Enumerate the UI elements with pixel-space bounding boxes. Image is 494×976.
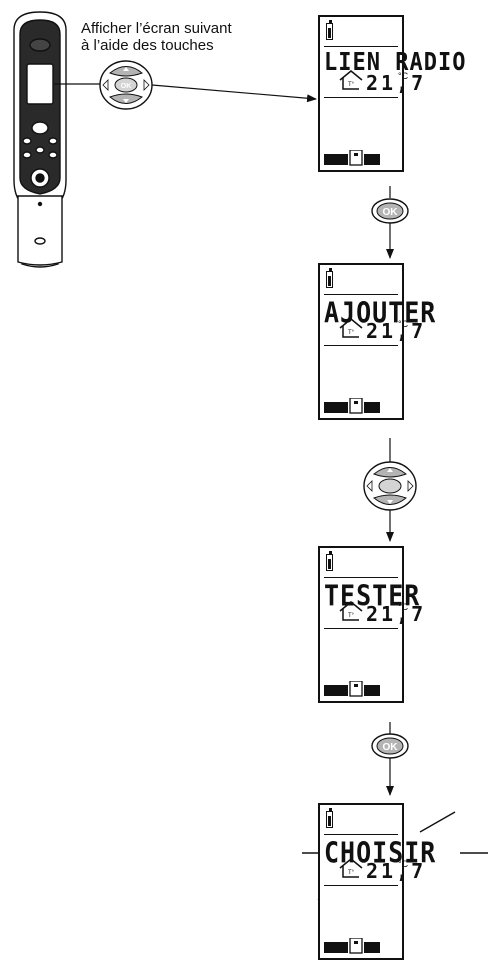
- house-icon: T°: [339, 318, 363, 338]
- temperature-unit: °C: [398, 602, 409, 612]
- temperature-unit: °C: [398, 319, 409, 329]
- house-icon: T°: [339, 70, 363, 90]
- arrow-to-screen-1: [151, 84, 317, 103]
- ok-button-icon-2: OK: [371, 733, 409, 759]
- lcd-screen-3: TESTER T° 21,7 °C: [318, 546, 423, 703]
- temperature-value: 21,7: [366, 859, 427, 883]
- remote-handset-icon: [13, 11, 67, 268]
- battery-icon: [326, 20, 333, 40]
- instruction-line-1: Afficher l’écran suivant: [81, 20, 232, 37]
- svg-text:T°: T°: [348, 613, 355, 619]
- instruction-text: Afficher l’écran suivant à l’aide des to…: [81, 20, 301, 54]
- mode-bars-icon: [324, 681, 380, 697]
- temperature-unit: °C: [398, 71, 409, 81]
- lcd-screen-4: CHOISIR T° 21,7 °C: [318, 803, 435, 960]
- mode-bars-icon: [324, 398, 380, 414]
- navigation-keypad-icon-2: [363, 461, 417, 511]
- ok-key-label: OK: [121, 83, 132, 90]
- svg-text:T°: T°: [348, 330, 355, 336]
- lcd-screen-1: LIEN RADIO T° 21,7 °C: [318, 15, 465, 172]
- svg-text:T°: T°: [348, 82, 355, 88]
- temperature-value: 21,7: [366, 319, 427, 343]
- svg-text:T°: T°: [348, 870, 355, 876]
- house-icon: T°: [339, 858, 363, 878]
- screen-word: TESTER: [324, 579, 421, 613]
- battery-icon: [326, 268, 333, 288]
- lcd-screen-2: AJOUTER T° 21,7 °C: [318, 263, 435, 420]
- house-icon: T°: [339, 601, 363, 621]
- instruction-line-2: à l’aide des touches: [81, 37, 214, 54]
- battery-icon: [326, 551, 333, 571]
- navigation-keypad-icon: OK: [99, 60, 153, 110]
- screen-word: LIEN RADIO: [324, 48, 467, 77]
- battery-icon: [326, 808, 333, 828]
- svg-text:OK: OK: [383, 742, 399, 753]
- mode-bars-icon: [324, 938, 380, 954]
- temperature-value: 21,7: [366, 71, 427, 95]
- mode-bars-icon: [324, 150, 380, 166]
- screen-word: CHOISIR: [324, 836, 437, 870]
- temperature-value: 21,7: [366, 602, 427, 626]
- screen-word: AJOUTER: [324, 296, 437, 330]
- svg-text:OK: OK: [383, 207, 399, 218]
- ok-button-icon-1: OK: [371, 198, 409, 224]
- temperature-unit: °C: [398, 859, 409, 869]
